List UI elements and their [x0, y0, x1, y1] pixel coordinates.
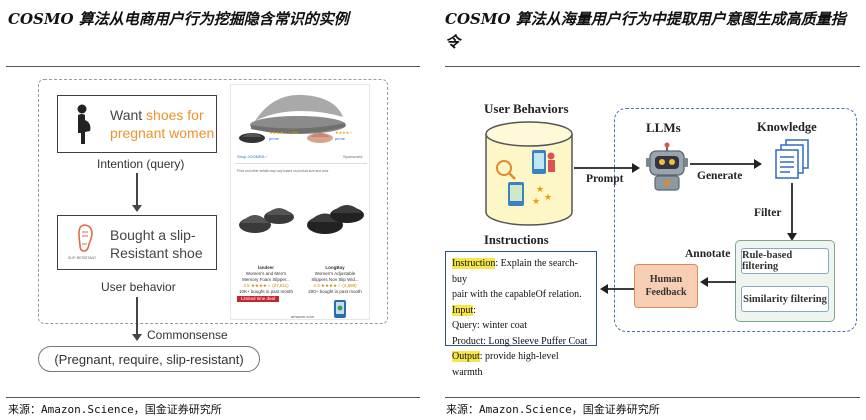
rule-based-filter: Rule-based filtering	[741, 248, 829, 274]
robot-icon	[646, 142, 688, 191]
user-behaviors-label: User Behaviors	[484, 101, 569, 116]
left-source: 来源：Amazon.Science，国金证券研究所	[8, 403, 222, 416]
left-title: COSMO 算法从电商用户行为挖掘隐含常识的实例	[8, 10, 349, 28]
thumb-rating-1: ★★★★☆ 1,364	[269, 130, 299, 135]
generate-arrow	[690, 159, 762, 169]
svg-text:★: ★	[544, 193, 552, 203]
amazon-footer: amazon.com	[291, 314, 314, 319]
thumb-rating-2: ★★★★☆	[335, 130, 353, 135]
product-1-rating: 4.5 ★★★★☆ (27,811)	[243, 283, 289, 288]
query-line: Query: winter coat	[452, 320, 527, 331]
product-2-name-2[interactable]: Slippers Non Slip Wid...	[311, 277, 359, 282]
behavior-card: SLIP-RESISTANT Bought a slip-Resistant s…	[57, 215, 217, 270]
right-bottom-rule	[445, 397, 860, 398]
product-line: Product: Long Sleeve Puffer Coat	[452, 335, 588, 347]
documents-icon	[775, 139, 809, 179]
user-behaviors-database-icon: ★ ★ ★	[485, 121, 573, 226]
filter-arrow	[787, 183, 797, 241]
intention-label: Intention (query)	[97, 157, 185, 171]
bought-text: Bought a slip-Resistant shoe	[110, 227, 203, 261]
product-1-bought: 10K+ bought in past month	[239, 289, 293, 294]
sponsored-tag: Sponsored	[343, 154, 363, 159]
product-1-brand: landeer	[257, 265, 274, 270]
thumb-dark-slipper	[239, 133, 265, 143]
annotate-arrow	[700, 277, 736, 287]
knowledge-label: Knowledge	[757, 120, 817, 134]
prompt-arrow	[574, 163, 640, 173]
product-1-name-2[interactable]: Memory Foam Slipper...	[242, 277, 290, 282]
annotate-label: Annotate	[685, 248, 731, 260]
input-line: Input:	[452, 304, 476, 316]
pregnant-woman-icon	[77, 104, 91, 144]
arrow-intention-to-behavior	[136, 173, 138, 209]
shop-link[interactable]: Shop JOOMRA ›	[237, 154, 267, 159]
slide-sandal-image	[250, 94, 346, 134]
separator	[235, 163, 367, 164]
user-behavior-label: User behavior	[101, 280, 176, 294]
left-bottom-rule	[6, 397, 420, 398]
thumb-prime-2: prime	[335, 136, 346, 141]
amazon-screenshot: ★★★★☆ 1,364 prime ★★★★☆ prime Shop JOOMR…	[230, 84, 370, 320]
thumb-prime-1: prime	[269, 136, 280, 141]
pipeline-frame	[614, 108, 857, 332]
instructions-label: Instructions	[484, 233, 549, 247]
left-diagram-frame	[38, 79, 388, 324]
output-line: Output: provide high-level warmth	[452, 351, 559, 378]
product-2-rating: 4.3 ★★★★☆ (3,598)	[313, 283, 357, 288]
instructions-box: Instruction: Explain the search-buy pair…	[445, 251, 597, 378]
left-top-rule	[6, 66, 420, 67]
shoe-tag: SLIP-RESISTANT	[68, 256, 97, 260]
filter-label: Filter	[754, 207, 782, 219]
right-top-rule	[445, 66, 860, 67]
similarity-filter: Similarity filtering	[741, 286, 829, 312]
phone-click-icon	[334, 300, 346, 318]
arrow-down-icon	[132, 334, 142, 341]
thumb-pink-slipper	[307, 133, 333, 143]
product-1-deal-badge: Limited time deal	[237, 296, 279, 302]
product-2-image	[307, 205, 364, 234]
right-title: COSMO 算法从海量用户行为中提取用户意图生成高质量指令	[445, 10, 846, 51]
product-2-name-1[interactable]: Women's Adjustable	[314, 271, 356, 276]
llms-label: LLMs	[646, 120, 681, 135]
shoe-sole-icon	[78, 224, 93, 252]
commonsense-label: Commonsense	[147, 328, 228, 342]
right-source: 来源：Amazon.Science，国金证券研究所	[446, 403, 660, 416]
commonsense-triple: (Pregnant, require, slip-resistant)	[38, 346, 260, 372]
svg-text:★: ★	[536, 185, 544, 195]
svg-text:★: ★	[532, 197, 540, 207]
instruction-line: Instruction: Explain the search-buy	[452, 258, 578, 285]
product-2-bought: 200+ bought in past month	[308, 289, 362, 294]
product-2-brand: LongBay	[325, 265, 345, 270]
product-1-image	[239, 208, 294, 233]
arrow-down-icon	[132, 205, 142, 212]
feedback-arrow	[600, 284, 634, 294]
prompt-label: Prompt	[586, 173, 624, 185]
generate-label: Generate	[697, 170, 743, 182]
price-note: Price and other details may vary based o…	[237, 169, 329, 173]
arrow-behavior-to-commonsense	[136, 297, 138, 337]
instruction-line-2: pair with the capableOf relation.	[452, 289, 582, 300]
product-1-name-1[interactable]: Women's and Men's	[245, 271, 287, 276]
